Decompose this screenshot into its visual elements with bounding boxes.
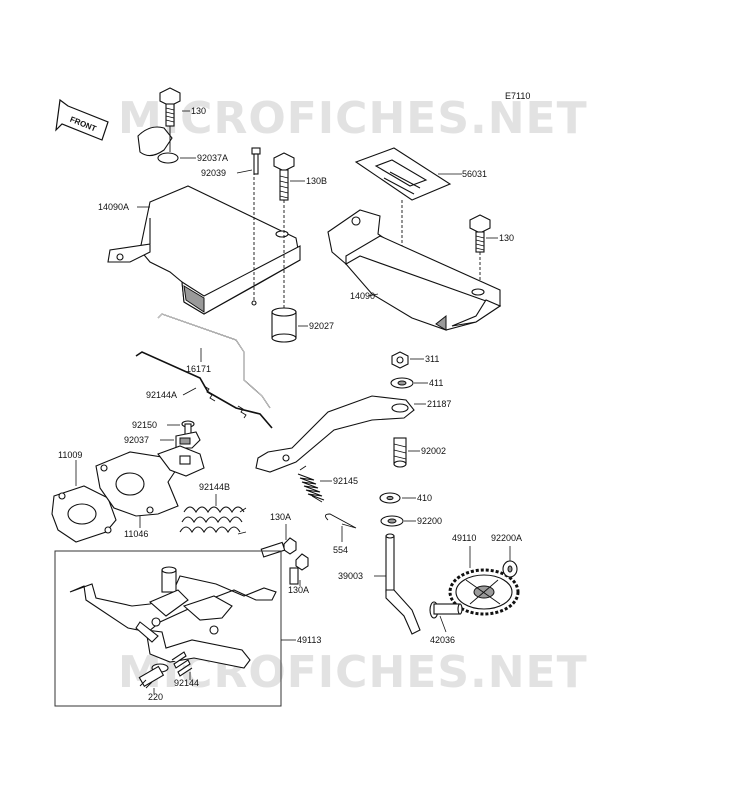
cotter-pin-554: [325, 513, 357, 529]
callout-92039: 92039: [201, 168, 226, 178]
lever-21187: [255, 395, 415, 473]
callout-311: 311: [425, 354, 439, 364]
bolt-130b: [273, 152, 295, 201]
clamp-92037a: [137, 126, 179, 164]
callout-92027: 92027: [309, 321, 334, 331]
callout-14090a: 14090A: [98, 202, 129, 212]
callout-92144b: 92144B: [199, 482, 230, 492]
gasket-11009: [51, 485, 117, 543]
bolt-130a-lower: [289, 553, 309, 585]
callout-39003: 39003: [338, 571, 363, 581]
bolt-130-right: [469, 214, 491, 253]
clamp-92037: [175, 431, 201, 449]
cover-14090a: [107, 172, 301, 315]
callout-21187: 21187: [427, 399, 451, 409]
washer-411: [390, 377, 414, 389]
callout-411: 411: [429, 378, 443, 388]
pin-42036: [429, 601, 463, 619]
bracket-assembly: [69, 566, 277, 669]
washer-92200: [380, 515, 404, 527]
callout-130a-upper: 130A: [270, 512, 291, 522]
collar-92027: [271, 307, 297, 343]
nut-311: [391, 351, 409, 369]
callout-92144: 92144: [174, 678, 199, 688]
callout-16171: 16171: [186, 364, 211, 374]
callout-410: 410: [417, 493, 432, 503]
callout-130b: 130B: [306, 176, 327, 186]
bolt-130a-upper: [260, 537, 297, 558]
spring-link-92144a: [135, 351, 273, 429]
spring-92145: [297, 465, 325, 503]
callout-42036: 42036: [430, 635, 455, 645]
callout-130a-lower: 130A: [288, 585, 309, 595]
callout-92145: 92145: [333, 476, 358, 486]
callout-130-right: 130: [499, 233, 514, 243]
callout-14090: 14090: [350, 291, 375, 301]
diagram-code: E7110: [505, 91, 530, 101]
watermark-top: MICROFICHES.NET: [118, 93, 588, 144]
callout-554: 554: [333, 545, 348, 555]
callout-56031: 56031: [462, 169, 487, 179]
callout-11009: 11009: [58, 450, 82, 460]
callout-92200: 92200: [417, 516, 442, 526]
callout-92200a: 92200A: [491, 533, 522, 543]
rod-16171: [157, 313, 271, 409]
plate-56031: [354, 147, 452, 201]
screw-92002: [393, 437, 407, 468]
cover-14090: [327, 209, 502, 331]
callout-92150: 92150: [132, 420, 157, 430]
bolt-220: [138, 663, 169, 689]
callout-130-top: 130: [191, 106, 206, 116]
assembly-box-49113: [54, 550, 282, 707]
callout-49113: 49113: [297, 635, 321, 645]
spring-92144b: [179, 506, 247, 535]
front-arrow-icon: FRONT: [55, 98, 109, 141]
pin-92039: [251, 147, 261, 175]
gear-49110: [448, 568, 520, 616]
callout-49110: 49110: [452, 533, 476, 543]
callout-92002: 92002: [421, 446, 446, 456]
callout-92037: 92037: [124, 435, 149, 445]
spring-92144: [171, 651, 193, 677]
plate-11046: [95, 445, 205, 517]
callout-92144a: 92144A: [146, 390, 177, 400]
callout-11046: 11046: [124, 529, 148, 539]
shaft-39003: [385, 533, 421, 635]
washer-92200a: [502, 560, 518, 578]
callout-92037a: 92037A: [197, 153, 228, 163]
callout-220: 220: [148, 692, 163, 702]
washer-410: [379, 492, 401, 504]
